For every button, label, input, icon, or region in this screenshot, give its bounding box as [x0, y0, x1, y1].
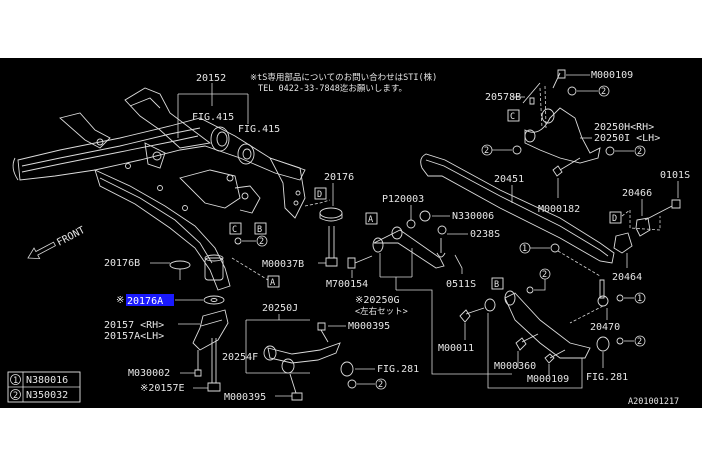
circle-ref-2: 2	[484, 146, 489, 156]
callout-B: B	[254, 222, 267, 235]
bushing-fig415	[210, 126, 255, 165]
label-M00011[interactable]: M00011	[438, 343, 474, 354]
front-arrow-icon: FRONT	[27, 225, 87, 260]
label-M000109-a[interactable]: M000109	[591, 70, 633, 81]
label-20250G[interactable]: ※20250G	[355, 295, 400, 306]
label-fig415-a[interactable]: FIG.415	[192, 112, 234, 123]
label-20254F[interactable]: 20254F	[222, 352, 258, 363]
parts-diagram: 20152 FIG.415 FIG.415 ※tS専用部品についてのお問い合わせ…	[7, 69, 690, 407]
label-0238S[interactable]: 0238S	[470, 229, 500, 240]
sti-note-line2: TEL 0422-33-7848迄お願いします。	[258, 83, 407, 94]
legend-symbol-1: 1	[13, 376, 18, 386]
svg-text:C: C	[510, 112, 515, 122]
legend-part-2[interactable]: N350032	[26, 390, 68, 401]
drawing-id: A201001217	[628, 397, 679, 407]
callout-B-2: B	[491, 277, 504, 290]
svg-text:B: B	[257, 225, 262, 235]
label-20250H[interactable]: 20250H<RH>	[594, 122, 654, 133]
svg-text:D: D	[612, 214, 617, 224]
label-FIG281-b[interactable]: FIG.281	[586, 372, 628, 383]
svg-text:A: A	[368, 215, 373, 225]
circle-ref-1: 1	[522, 244, 527, 254]
label-20152: 20152	[196, 73, 226, 84]
svg-text:B: B	[494, 280, 499, 290]
label-20157E[interactable]: ※20157E	[140, 383, 185, 394]
label-20176[interactable]: 20176	[324, 172, 354, 183]
label-20176B[interactable]: 20176B	[104, 258, 140, 269]
label-20578B[interactable]: 20578B	[485, 92, 521, 103]
stabilizer-bar	[420, 153, 615, 264]
label-M000395-a[interactable]: M000395	[224, 392, 266, 403]
callout-A-2: A	[365, 212, 378, 225]
label-P120003[interactable]: P120003	[382, 194, 424, 205]
callout-D: D	[314, 187, 327, 200]
label-M00037B[interactable]: M00037B	[262, 259, 304, 270]
label-fig415-b[interactable]: FIG.415	[238, 124, 280, 135]
circle-ref-1: 1	[637, 294, 642, 304]
legend-part-1[interactable]: N380016	[26, 375, 68, 386]
label-20464[interactable]: 20464	[612, 272, 642, 283]
label-M000360[interactable]: M000360	[494, 361, 536, 372]
label-20466[interactable]: 20466	[622, 188, 652, 199]
label-20470[interactable]: 20470	[590, 322, 620, 333]
label-M030002[interactable]: M030002	[128, 368, 170, 379]
label-20250G-sub: <左右セット>	[355, 306, 408, 317]
callout-C: C	[229, 222, 242, 235]
callout-A: A	[267, 275, 280, 288]
callout-C-2: C	[507, 109, 520, 122]
label-20250I[interactable]: 20250I <LH>	[594, 133, 660, 144]
front-label: FRONT	[55, 225, 87, 249]
sti-note-line1: ※tS専用部品についてのお問い合わせはSTI(株)	[250, 72, 437, 83]
legend-table: 1 2 N380016 N350032	[7, 371, 81, 403]
mount-bushing	[192, 254, 229, 351]
label-20157[interactable]: 20157 <RH>	[104, 320, 164, 331]
label-20157A[interactable]: 20157A<LH>	[104, 331, 164, 342]
svg-text:A: A	[270, 278, 275, 288]
parts-diagram-canvas: 20152 FIG.415 FIG.415 ※tS専用部品についてのお問い合わせ…	[0, 58, 702, 408]
rear-subframe-drawing	[12, 87, 306, 291]
label-20176A-mark: ※	[116, 295, 124, 306]
label-FIG281-a[interactable]: FIG.281	[377, 364, 419, 375]
label-N330006[interactable]: N330006	[452, 211, 494, 222]
circle-ref-2: 2	[378, 380, 383, 390]
label-M700154[interactable]: M700154	[326, 279, 368, 290]
label-0101S[interactable]: 0101S	[660, 170, 690, 181]
label-M000182[interactable]: M000182	[538, 204, 580, 215]
callout-D-2: D	[609, 211, 622, 224]
label-M000109-b[interactable]: M000109	[527, 374, 569, 385]
label-0511S[interactable]: 0511S	[446, 279, 476, 290]
circle-ref-2: 2	[259, 237, 264, 247]
svg-text:D: D	[317, 190, 322, 200]
highlight-20176A	[126, 294, 174, 306]
circle-ref-2: 2	[637, 337, 642, 347]
svg-text:C: C	[232, 225, 237, 235]
label-20451[interactable]: 20451	[494, 174, 524, 185]
label-20176A[interactable]: 20176A	[127, 296, 163, 307]
circle-ref-2: 2	[637, 147, 642, 157]
label-20250J[interactable]: 20250J	[262, 303, 298, 314]
label-M000395-b[interactable]: M000395	[348, 321, 390, 332]
legend-symbol-2: 2	[13, 391, 18, 401]
circle-ref-2: 2	[542, 270, 547, 280]
circle-ref-2: 2	[601, 87, 606, 97]
